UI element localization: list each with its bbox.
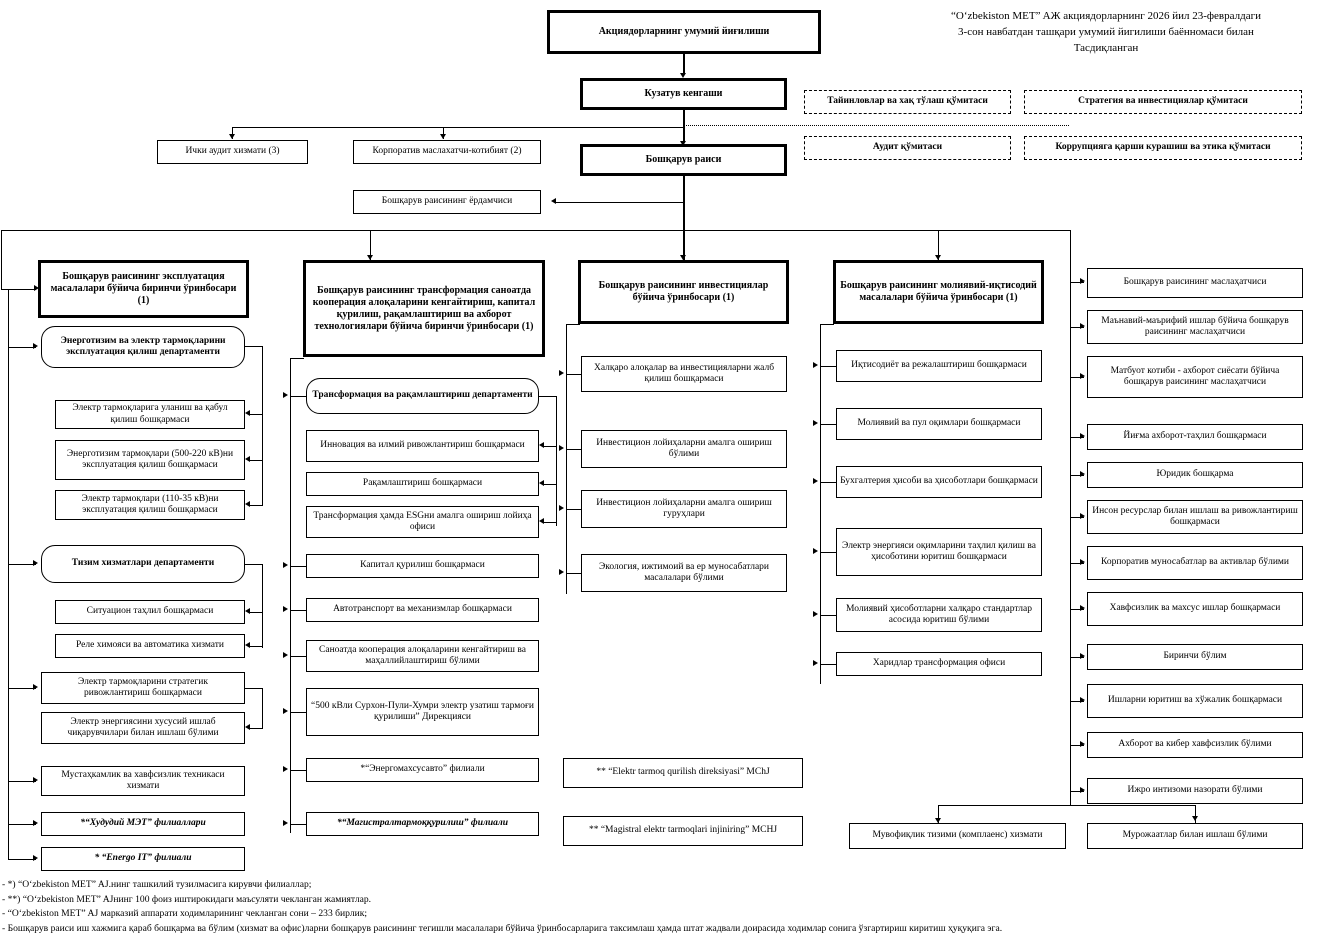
mgmt-legal[interactable]: Юридик бошқарма — [1087, 462, 1303, 488]
advisor-spiritual-educational[interactable]: Маънавий-маърифий ишлар бўйича бошқарув … — [1087, 310, 1303, 344]
internal-audit-box[interactable]: Ички аудит хизмати (3) — [157, 140, 308, 164]
advisor-press-secretary[interactable]: Матбуот котиби - ахборот сиёсати бўйича … — [1087, 356, 1303, 398]
committee-anticorruption-box[interactable]: Коррупцияга қарши курашиш ва этика қўмит… — [1024, 136, 1302, 160]
mgmt-human-resources[interactable]: Инсон ресурслар билан ишлаш ва ривожлант… — [1087, 500, 1303, 534]
footnote-3: - “O‘zbekiston MET” AJ марказий аппарати… — [2, 908, 368, 920]
mgmt-grid-110-35[interactable]: Электр тармоқлари (110-35 кВ)ни эксплуат… — [55, 490, 245, 520]
dept-energy-grid-operation[interactable]: Энерготизим ва электр тармоқларини экспл… — [41, 326, 245, 368]
branch-regional-met[interactable]: *“Худудий МЭТ” филиаллари — [41, 812, 245, 836]
mgmt-electricity-flow-analysis[interactable]: Электр энергияси оқимларини таҳлил қилиш… — [836, 528, 1042, 576]
mgmt-digitalization[interactable]: Рақамлаштириш бошқармаси — [306, 472, 539, 496]
footnotes: - *) “O‘zbekiston MET” AJ.нинг ташкилий … — [2, 878, 1333, 936]
mgmt-energy-grid-500-220[interactable]: Энерготизим тармоқлари (500-220 кВ)ни эк… — [55, 440, 245, 480]
deputy-transformation-box[interactable]: Бошқарув раисининг трансформация саноатд… — [303, 260, 545, 357]
mgmt-innovation-science[interactable]: Инновация ва илмий ривожлантириш бошқарм… — [306, 430, 539, 462]
corporate-secretary-box[interactable]: Корпоратив маслахатчи-котибият (2) — [353, 140, 541, 164]
mgmt-consolidated-info-analysis[interactable]: Йиғма ахборот-таҳлил бошқармаси — [1087, 424, 1303, 450]
chairman-assistant-box[interactable]: Бошқарув раисининг ёрдамчиси — [353, 190, 541, 214]
mgmt-security-special-works[interactable]: Хавфсизлик ва махсус ишлар бошқармаси — [1087, 592, 1303, 626]
dept-system-services[interactable]: Тизим хизматлари департаменти — [41, 545, 245, 583]
footnote-4: - Бошқарув раиси иш хажмига қараб бошқар… — [2, 922, 1003, 934]
committee-audit-box[interactable]: Аудит қўмитаси — [804, 136, 1011, 160]
unit-info-cyber-security[interactable]: Ахборот ва кибер хавфсизлик бўлими — [1087, 732, 1303, 758]
unit-ifrs-reporting[interactable]: Молиявий ҳисоботларни халқаро стандартла… — [836, 598, 1042, 632]
mgmt-intl-relations-investment[interactable]: Халқаро алоқалар ва инвестицияларни жалб… — [581, 356, 787, 392]
supervisory-board-box[interactable]: Кузатув кенгаши — [580, 78, 787, 110]
branch-energomaxsusavto[interactable]: *“Энергомахсусавто” филиали — [306, 758, 539, 782]
approval-header-line2: 3-сон навбатдан ташқари умумий йигилиши … — [958, 26, 1254, 38]
unit-private-generators[interactable]: Электр энергиясини хусусий ишлаб чиқарув… — [41, 712, 245, 744]
branch-magistraltarmoqqurilish[interactable]: *“Магистралтармоққурилиш” филиали — [306, 812, 539, 836]
service-relay-automation[interactable]: Реле химояси ва автоматика хизмати — [55, 634, 245, 658]
unit-industry-cooperation-localization[interactable]: Саноатда кооперация алоқаларини кенгайти… — [306, 640, 539, 672]
dept-transformation-digitalization[interactable]: Трансформация ва рақамлаштириш департаме… — [306, 378, 539, 414]
group-investment-projects-implementation[interactable]: Инвестицион лойиҳаларни амалга ошириш гу… — [581, 490, 787, 528]
approval-header: “O‘zbekiston MET” AЖ акциядорларнинг 202… — [880, 8, 1332, 56]
unit-first-department[interactable]: Биринчи бўлим — [1087, 644, 1303, 670]
llc-grid-construction-directorate[interactable]: ** “Elektr tarmoq qurilish direksiyasi” … — [563, 758, 803, 788]
board-chairman-box[interactable]: Бошқарув раиси — [580, 144, 787, 176]
deputy-operations-box[interactable]: Бошқарув раисининг эксплуатация масалала… — [38, 260, 249, 318]
mgmt-accounting-reporting[interactable]: Бухгалтерия ҳисоби ва ҳисоботлари бошқар… — [836, 466, 1042, 498]
mgmt-situational-analysis[interactable]: Ситуацион таҳлил бошқармаси — [55, 600, 245, 624]
unit-ecology-social-land[interactable]: Экология, ижтимоий ва ер муносабатлари м… — [581, 554, 787, 592]
mgmt-grid-connection[interactable]: Электр тармоқларига уланиш ва қабул қили… — [55, 400, 245, 429]
office-transformation-esg[interactable]: Трансформация ҳамда ESGни амалга ошириш … — [306, 506, 539, 538]
mgmt-affairs-economy[interactable]: Ишларни юритиш ва хўжалик бошқармаси — [1087, 684, 1303, 718]
mgmt-capital-construction[interactable]: Капитал қурилиш бошқармаси — [306, 554, 539, 578]
service-reliability-safety[interactable]: Мустаҳкамлик ва хавфсизлик техникаси хиз… — [41, 766, 245, 796]
compliance-service-box[interactable]: Мувофиқлик тизими (комплаенс) хизмати — [849, 823, 1066, 849]
mgmt-transport-mechanisms[interactable]: Автотранспорт ва механизмлар бошқармаси — [306, 598, 539, 622]
footnote-1: - *) “O‘zbekiston MET” AJ.нинг ташкилий … — [2, 879, 312, 890]
approval-header-line1: “O‘zbekiston MET” AЖ акциядорларнинг 202… — [951, 10, 1261, 22]
deputy-finance-economy-box[interactable]: Бошқарув раисининг молиявий-иқтисодий ма… — [833, 260, 1044, 324]
deputy-investments-box[interactable]: Бошқарув раисининг инвестициялар бўйича … — [578, 260, 789, 324]
mgmt-grid-strategic-development[interactable]: Электр тармоқларини стратегик ривожланти… — [41, 672, 245, 704]
unit-corporate-relations-assets[interactable]: Корпоратив муносабатлар ва активлар бўли… — [1087, 546, 1303, 580]
committee-appointments-box[interactable]: Тайинловлар ва хақ тўлаш қўмитаси — [804, 90, 1011, 114]
footnote-2: - **) “O‘zbekiston MET” AJнинг 100 фоиз … — [2, 893, 372, 905]
unit-investment-projects-implementation[interactable]: Инвестицион лойиҳаларни амалга ошириш бў… — [581, 430, 787, 468]
advisor-chairman[interactable]: Бошқарув раисининг маслаҳатчиси — [1087, 268, 1303, 298]
office-procurement-transformation[interactable]: Харидлар трансформация офиси — [836, 652, 1042, 676]
approval-header-line3: Тасдиқланган — [1073, 42, 1139, 54]
committee-strategy-box[interactable]: Стратегия ва инвестициялар қўмитаси — [1024, 90, 1302, 114]
committee-dotted-connector — [683, 125, 1069, 126]
mgmt-economy-planning[interactable]: Иқтисодиёт ва режалаштириш бошқармаси — [836, 350, 1042, 382]
unit-execution-discipline-control[interactable]: Ижро интизоми назорати бўлими — [1087, 778, 1303, 804]
unit-appeals-handling[interactable]: Мурожаатлар билан ишлаш бўлими — [1087, 823, 1303, 849]
directorate-surkhon-puli-khumri[interactable]: “500 кВли Сурхон-Пули-Хумри электр узати… — [306, 688, 539, 736]
branch-energo-it[interactable]: * “Energo IT” филиали — [41, 847, 245, 871]
llc-trunk-grid-engineering[interactable]: ** “Magistral elektr tarmoqlari injiniri… — [563, 816, 803, 846]
shareholders-meeting-box[interactable]: Акциядорларнинг умумий йиғилиши — [547, 10, 821, 54]
mgmt-finance-cashflow[interactable]: Молиявий ва пул оқимлари бошқармаси — [836, 408, 1042, 440]
